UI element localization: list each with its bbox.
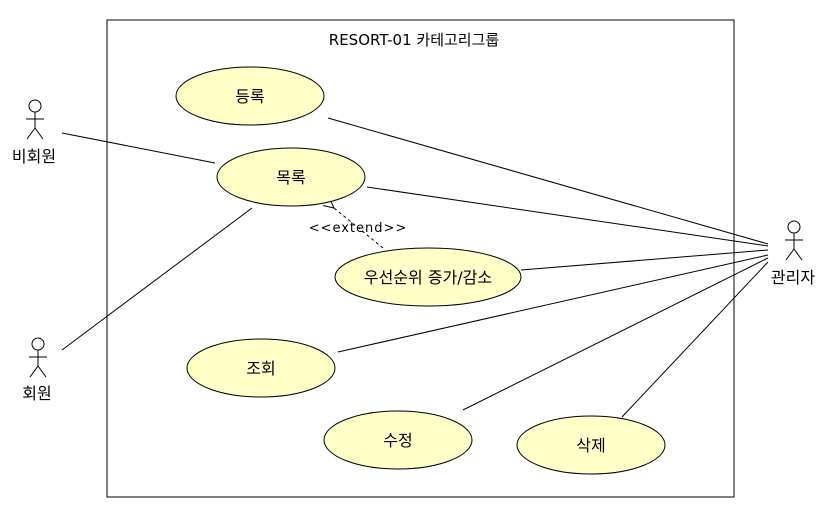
actor-member-head	[31, 337, 45, 351]
system-title: RESORT-01 카테고리그룹	[329, 31, 500, 49]
use-case-priority-shape[interactable]	[334, 247, 522, 307]
actor-nonmember-label: 비회원	[12, 147, 56, 166]
use-case-view-shape[interactable]	[186, 338, 336, 398]
actor-admin[interactable]	[785, 220, 803, 261]
actor-admin-leg-right	[793, 248, 803, 261]
use-case-edit[interactable]: 수정	[323, 410, 473, 470]
association-nonmember-list	[61, 132, 216, 164]
use-case-edit-shape[interactable]	[323, 410, 473, 470]
use-case-register-label: 등록	[235, 87, 264, 106]
actor-nonmember-leg-right	[34, 127, 44, 140]
use-case-edit-label: 수정	[383, 431, 412, 450]
association-admin-list	[366, 186, 769, 247]
use-case-delete-label: 삭제	[576, 436, 605, 455]
actor-admin-label: 관리자	[771, 268, 815, 287]
use-case-priority[interactable]: 우선순위 증가/감소	[334, 247, 522, 307]
association-admin-priority	[520, 249, 769, 271]
extend-label: <<extend>>	[309, 221, 408, 236]
use-case-list-shape[interactable]	[216, 147, 366, 207]
association-admin-delete	[621, 261, 769, 418]
association-admin-register	[327, 117, 769, 245]
actor-member[interactable]	[29, 337, 47, 378]
use-case-register[interactable]: 등록	[175, 66, 325, 126]
association-admin-edit	[462, 257, 769, 411]
associations	[61, 117, 769, 418]
actor-member-leg-right	[37, 365, 47, 378]
actor-admin-head	[787, 220, 801, 234]
use-case-list-label: 목록	[276, 168, 305, 187]
use-case-view-label: 조회	[246, 359, 275, 378]
actor-nonmember-leg-left	[26, 127, 36, 140]
use-case-register-shape[interactable]	[175, 66, 325, 126]
actor-member-label: 회원	[22, 384, 51, 403]
association-admin-view	[337, 254, 769, 353]
use-case-view[interactable]: 조회	[186, 338, 336, 398]
actor-member-leg-left	[29, 365, 39, 378]
use-case-delete-shape[interactable]	[516, 415, 666, 475]
actor-nonmember-head	[28, 99, 42, 113]
extend-arrow	[334, 208, 384, 249]
use-case-list[interactable]: 목록	[216, 147, 366, 207]
use-case-delete[interactable]: 삭제	[516, 415, 666, 475]
actor-nonmember[interactable]	[26, 99, 44, 140]
association-member-list	[61, 207, 253, 351]
actor-admin-leg-left	[785, 248, 795, 261]
use-case-priority-label: 우선순위 증가/감소	[364, 268, 492, 287]
